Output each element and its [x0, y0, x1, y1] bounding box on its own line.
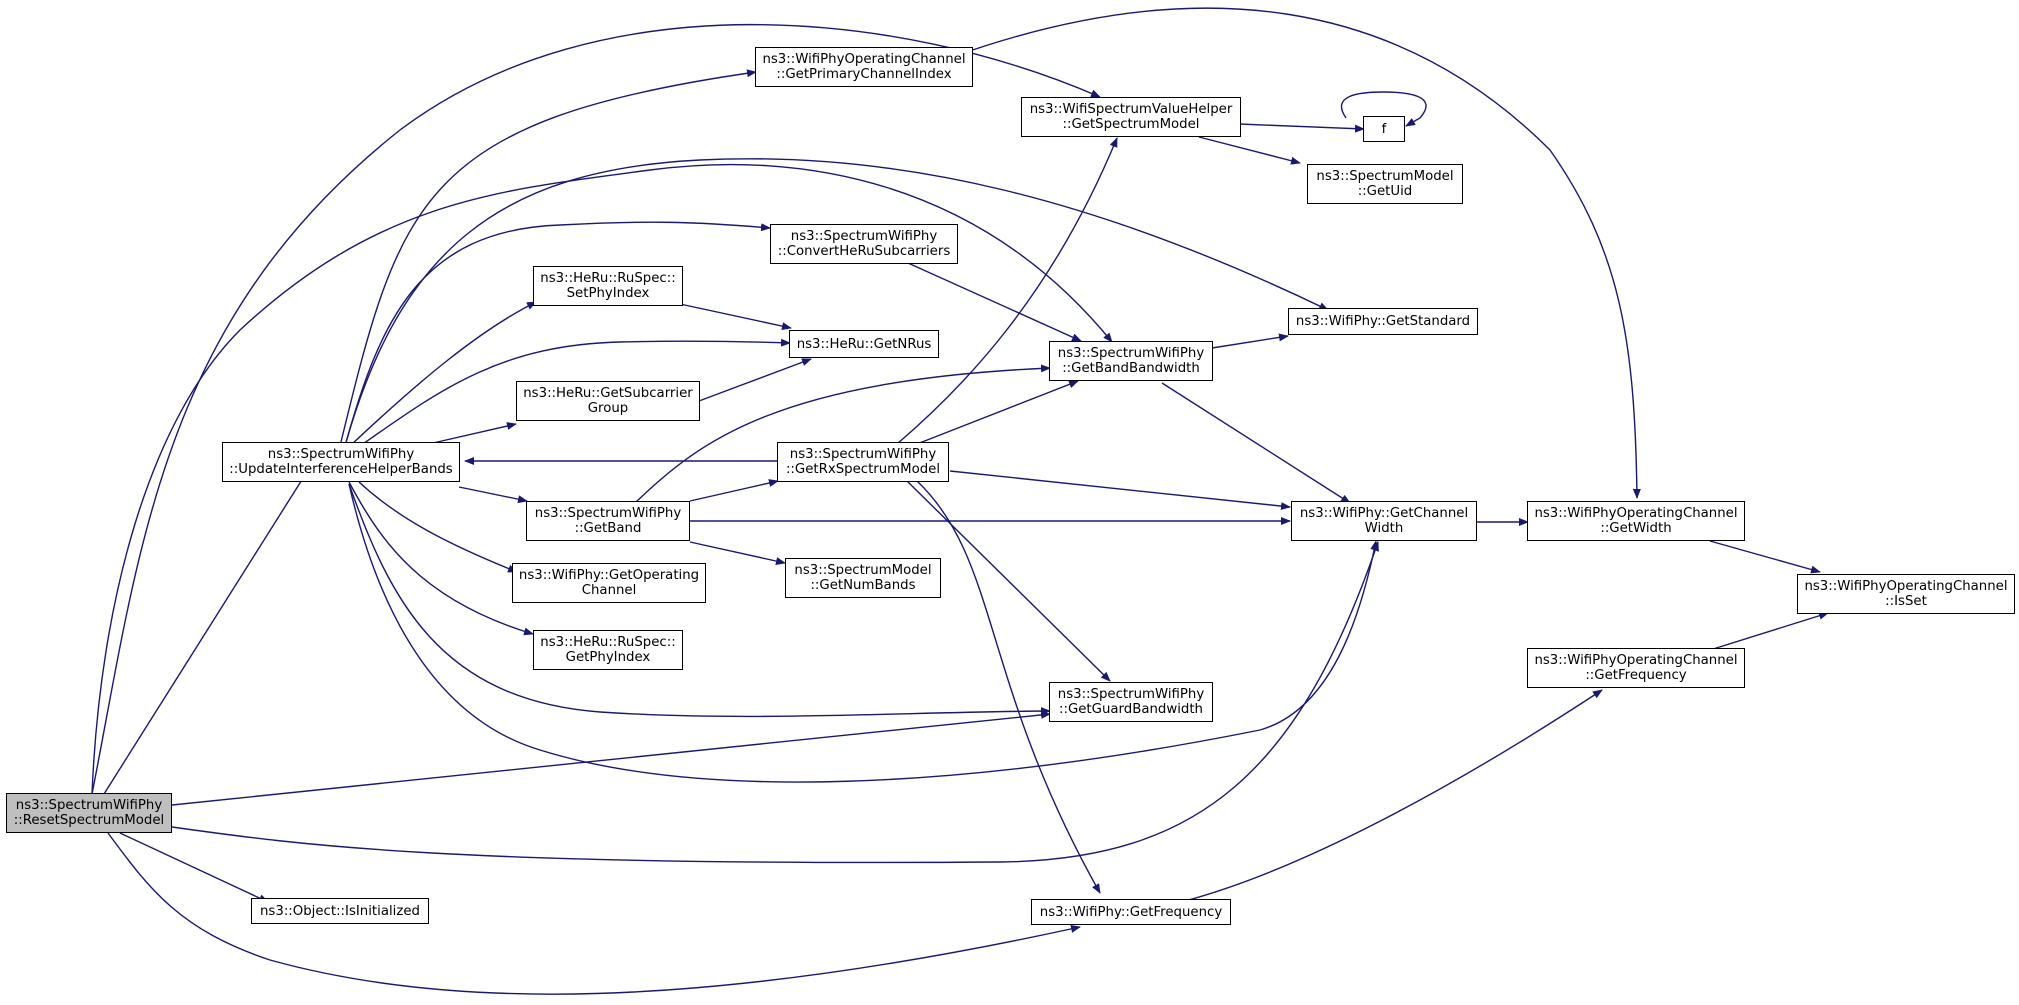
edge-update-chwidth	[348, 483, 1379, 783]
node-wifiphy-get-frequency[interactable]: ns3::WifiPhy::GetFrequency	[1031, 899, 1231, 925]
edge-rxspec-guardbw	[906, 480, 1111, 682]
edge-update-getopch	[358, 481, 518, 573]
node-get-band[interactable]: ns3::SpectrumWifiPhy ::GetBand	[526, 501, 690, 541]
edge-update-guardbw	[348, 483, 1051, 718]
node-get-rx-spectrum-model[interactable]: ns3::SpectrumWifiPhy ::GetRxSpectrumMode…	[777, 442, 949, 482]
node-wifiphy-get-channel-width[interactable]: ns3::WifiPhy::GetChannel Width	[1291, 501, 1477, 541]
node-get-operating-channel[interactable]: ns3::WifiPhy::GetOperating Channel	[512, 563, 706, 603]
edge-update-standard	[344, 158, 1329, 447]
edge-rxspec-chwidth	[949, 470, 1291, 511]
edge-opwidth-isset	[1709, 540, 1821, 574]
edge-specval-f	[1238, 123, 1365, 133]
edge-update-getband	[458, 486, 528, 504]
node-update-interference-helper-bands[interactable]: ns3::SpectrumWifiPhy ::UpdateInterferenc…	[222, 442, 460, 482]
node-object-is-initialized[interactable]: ns3::Object::IsInitialized	[251, 898, 429, 924]
edge-primidx-opwidth	[957, 7, 1641, 499]
edge-subgrp-getnrus	[698, 358, 812, 402]
edge-reset-specval	[91, 23, 1101, 795]
node-get-guard-bandwidth[interactable]: ns3::SpectrumWifiPhy ::GetGuardBandwidth	[1049, 682, 1213, 722]
edge-convert-bandbw	[907, 262, 1082, 342]
edge-bandbw-chwidth	[1161, 382, 1351, 504]
node-reset-spectrum-model: ns3::SpectrumWifiPhy ::ResetSpectrumMode…	[6, 793, 172, 833]
edge-reset-update	[103, 447, 323, 795]
node-get-band-bandwidth[interactable]: ns3::SpectrumWifiPhy ::GetBandBandwidth	[1049, 341, 1213, 381]
edge-specval-uid	[1198, 136, 1301, 165]
edge-update-getphy	[348, 481, 534, 636]
edge-getband-rxspec	[689, 479, 779, 502]
node-operating-channel-is-set[interactable]: ns3::WifiPhyOperatingChannel ::IsSet	[1797, 574, 2015, 614]
node-get-primary-channel-index[interactable]: ns3::WifiPhyOperatingChannel ::GetPrimar…	[755, 47, 973, 87]
node-heru-get-nrus[interactable]: ns3::HeRu::GetNRus	[789, 330, 939, 358]
edge-update-getnrus	[359, 338, 791, 447]
edge-rxspec-bandbw	[916, 380, 1079, 445]
edge-bandbw-standard	[1211, 333, 1289, 349]
edge-setphy-getnrus	[679, 303, 792, 331]
node-operating-channel-get-frequency[interactable]: ns3::WifiPhyOperatingChannel ::GetFreque…	[1527, 648, 1745, 688]
node-heru-get-subcarrier-group[interactable]: ns3::HeRu::GetSubcarrier Group	[516, 381, 700, 421]
node-spectrum-model-get-num-bands[interactable]: ns3::SpectrumModel ::GetNumBands	[785, 558, 941, 598]
edge-getband-numbands	[689, 541, 786, 565]
edge-reset-bandbw	[91, 163, 1113, 795]
edge-reset-guardbw	[171, 710, 1051, 806]
edge-getfreq-opfreq	[1184, 689, 1603, 902]
node-f[interactable]: f	[1363, 116, 1405, 142]
edge-rxspec-specval	[896, 137, 1118, 445]
edge-reset-getfreq	[107, 832, 1081, 995]
node-ruspec-set-phy-index[interactable]: ns3::HeRu::RuSpec:: SetPhyIndex	[533, 266, 683, 306]
edge-getband-bandbw	[634, 364, 1051, 504]
edge-update-convert	[344, 221, 771, 447]
node-convert-he-ru-subcarriers[interactable]: ns3::SpectrumWifiPhy ::ConvertHeRuSubcar…	[770, 224, 958, 264]
edge-f-f	[1340, 91, 1427, 127]
edge-reset-chwidth	[171, 541, 1379, 864]
edge-update-subgrp	[432, 422, 517, 444]
node-spectrum-model-get-uid[interactable]: ns3::SpectrumModel ::GetUid	[1307, 164, 1463, 204]
edge-reset-isinit	[119, 832, 269, 903]
edge-update-setphy	[349, 301, 537, 447]
node-operating-channel-get-width[interactable]: ns3::WifiPhyOperatingChannel ::GetWidth	[1527, 501, 1745, 541]
node-wifiphy-get-standard[interactable]: ns3::WifiPhy::GetStandard	[1288, 308, 1478, 335]
edge-rxspec-getfreq	[916, 480, 1101, 894]
edge-update-primidx	[339, 69, 757, 447]
node-ruspec-get-phy-index[interactable]: ns3::HeRu::RuSpec:: GetPhyIndex	[533, 630, 683, 670]
node-wifi-spectrum-value-helper-get-spectrum-model[interactable]: ns3::WifiSpectrumValueHelper ::GetSpectr…	[1021, 97, 1241, 137]
edge-opfreq-isset	[1709, 611, 1829, 651]
